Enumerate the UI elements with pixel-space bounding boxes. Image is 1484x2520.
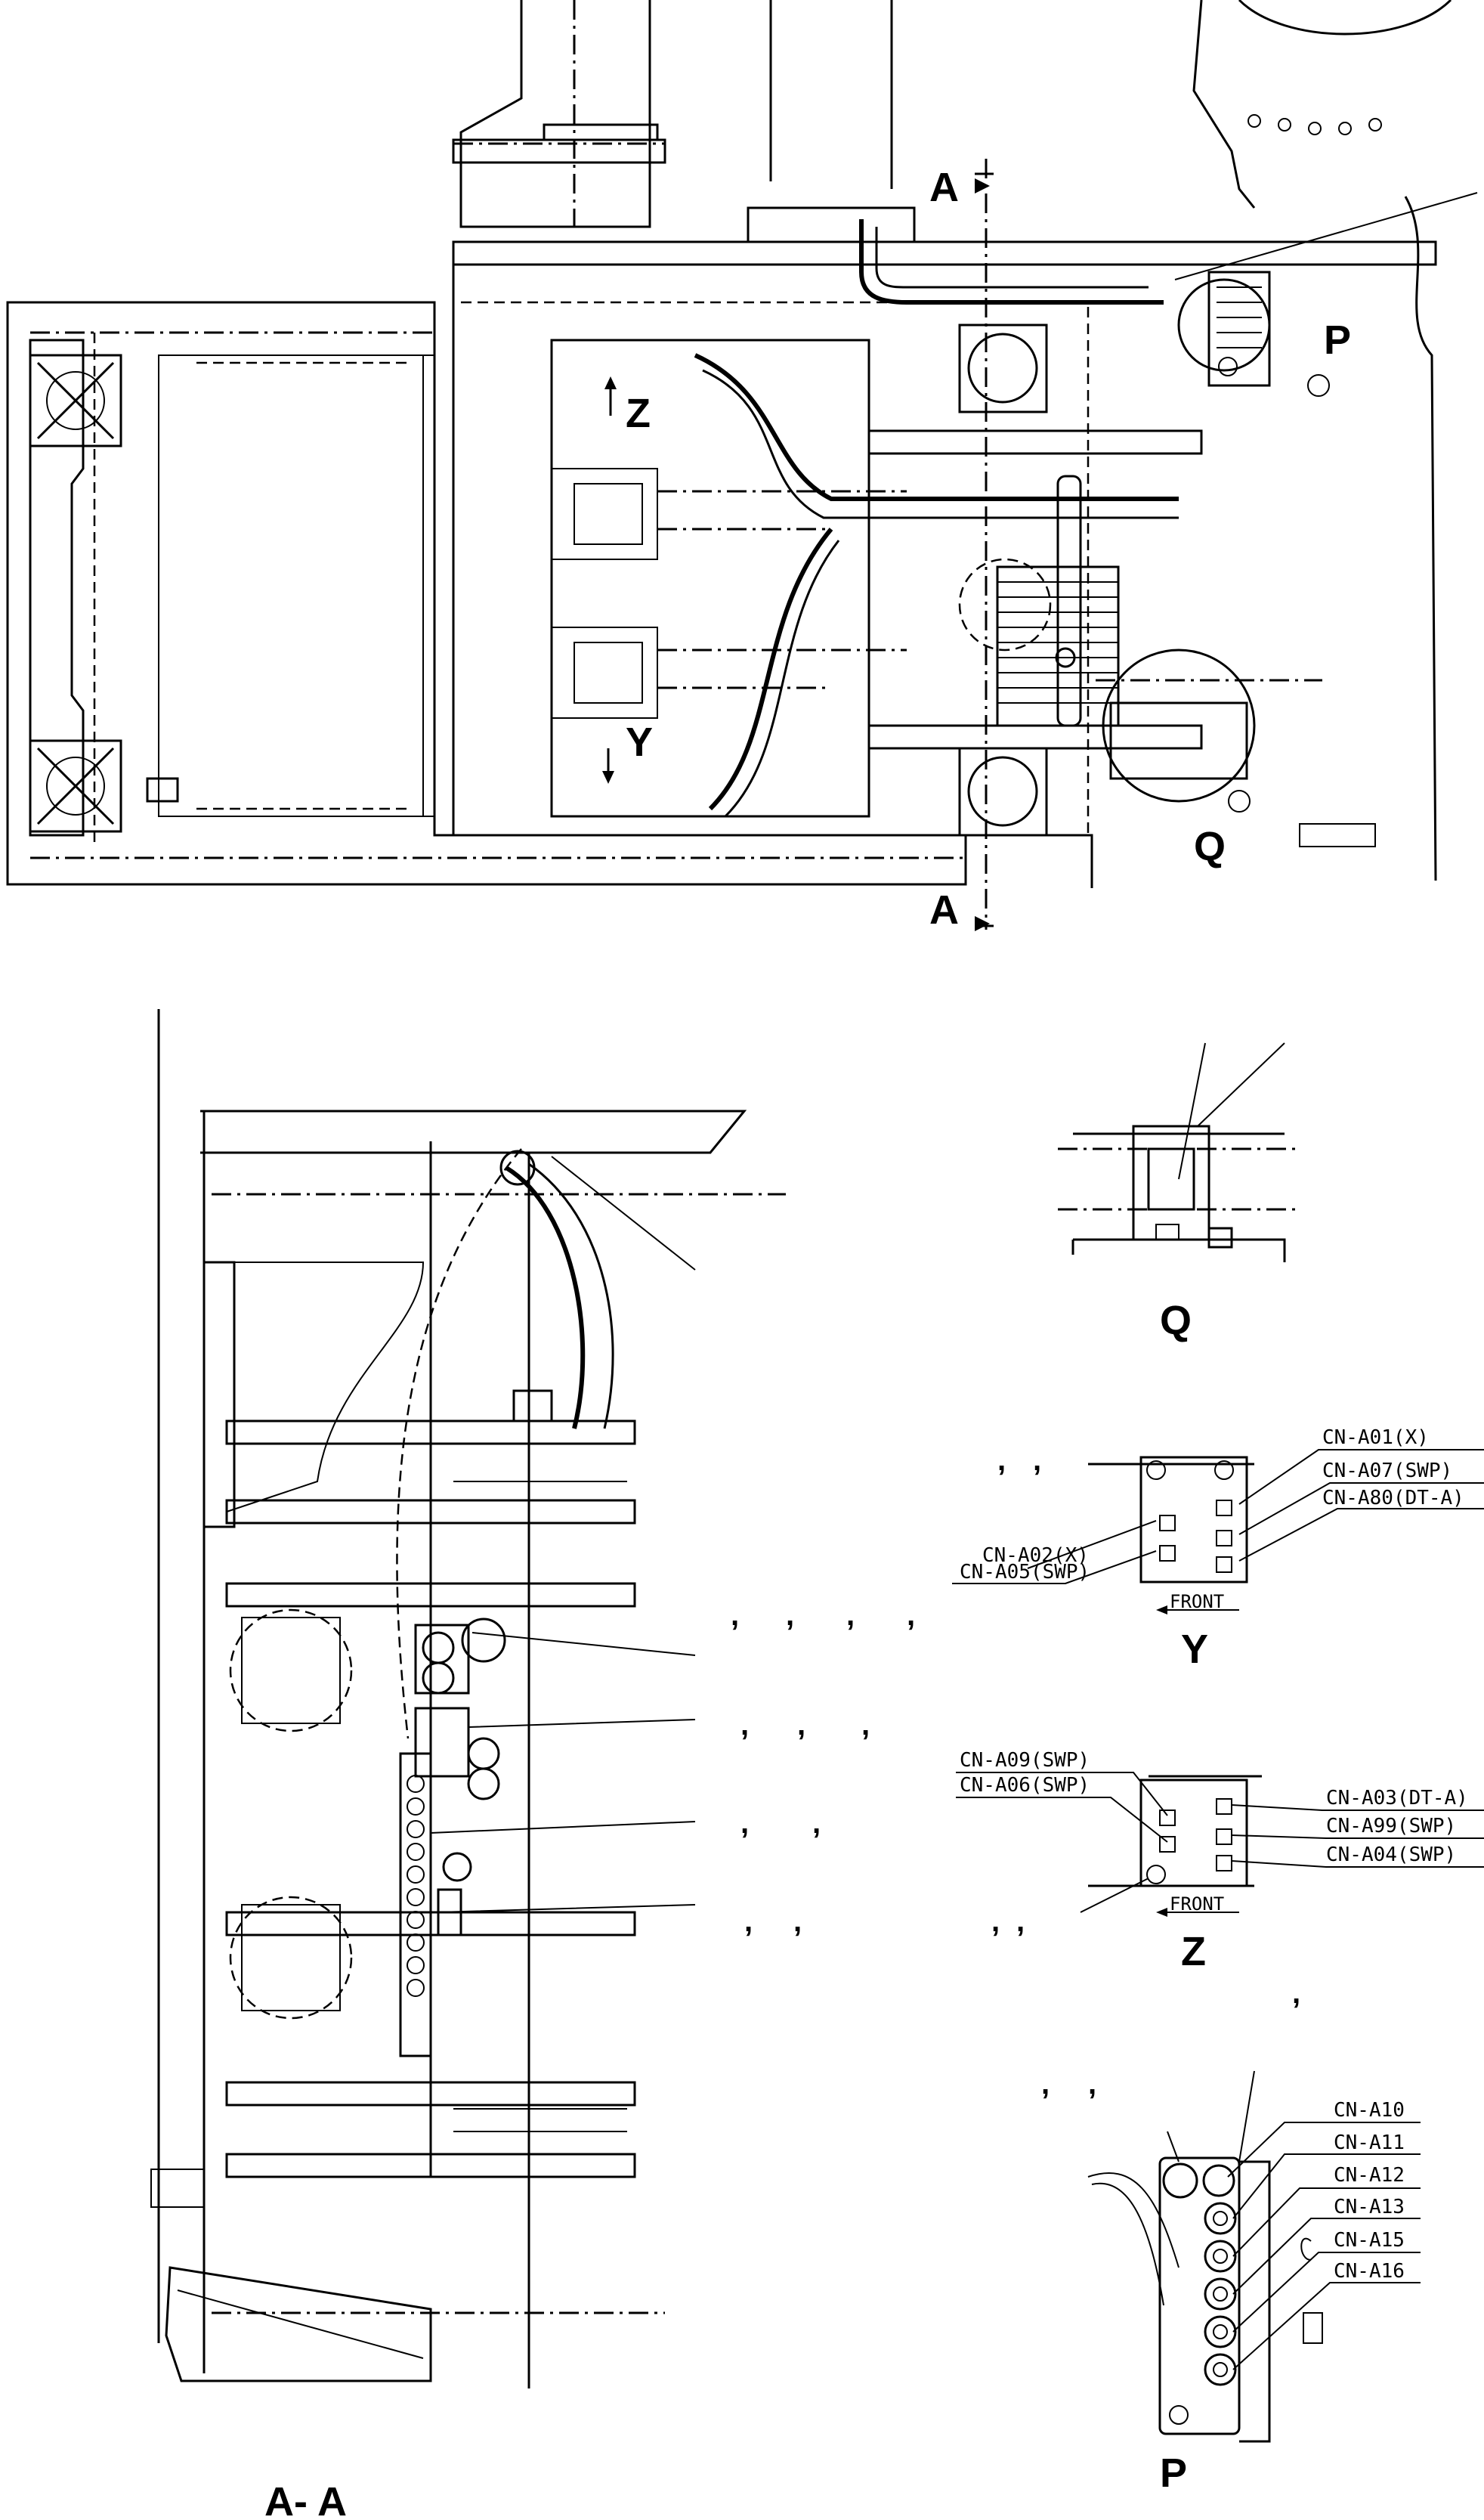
y-connector-a07: CN-A07(SWP): [1322, 1460, 1452, 1482]
y-connector-a02: CN-A02(X): [982, 1544, 1089, 1567]
z-connector-a09: CN-A09(SWP): [960, 1749, 1090, 1772]
comma: ,: [793, 1905, 802, 1938]
comma: ,: [797, 1708, 805, 1741]
comma: ,: [1292, 1977, 1300, 2010]
p-area-connectors: [1174, 192, 1478, 397]
p-connector-a15: CN-A15: [1334, 2229, 1405, 2252]
view-z-label: Z: [626, 391, 651, 436]
detail-z-view: CN-A09(SWP) CN-A06(SWP) CN-A03(DT-A) CN-…: [956, 1749, 1484, 1974]
z-connector-a04: CN-A04(SWP): [1326, 1844, 1456, 1866]
view-p-label: P: [1324, 317, 1351, 363]
z-front-label: FRONT: [1170, 1893, 1224, 1915]
section-a-bottom-label: A: [929, 887, 959, 933]
comma: ,: [861, 1708, 870, 1741]
comma: ,: [991, 1905, 1000, 1938]
p-connector-a16: CN-A16: [1334, 2260, 1405, 2283]
y-connector-a05: CN-A05(SWP): [960, 1561, 1090, 1584]
comma: ,: [740, 1806, 749, 1840]
section-aa-connectors: [399, 1618, 506, 2057]
q-area: [1096, 649, 1376, 847]
comma: ,: [1088, 2067, 1096, 2101]
detail-p-view: CN-A10 CN-A11 CN-A12 CN-A13 CN-A15 CN-A1…: [1087, 2070, 1421, 2496]
view-y-label: Y: [626, 720, 653, 765]
comma: ,: [1016, 1905, 1025, 1938]
p-connector-a10: CN-A10: [1334, 2099, 1405, 2122]
y-connector-a80: CN-A80(DT-A): [1322, 1487, 1464, 1509]
detail-p-title: P: [1160, 2450, 1187, 2496]
y-front-label: FRONT: [1170, 1591, 1224, 1612]
section-aa-drum-upper: [229, 1608, 353, 1732]
comma: ,: [731, 1599, 739, 1632]
comma: ,: [907, 1599, 915, 1632]
comma: ,: [786, 1599, 794, 1632]
view-q-label: Q: [1194, 824, 1226, 869]
z-connector-a06: CN-A06(SWP): [960, 1774, 1090, 1797]
z-connector-a99: CN-A99(SWP): [1326, 1815, 1456, 1837]
connector-stack: [958, 475, 1120, 727]
stray-commas: , , , , , , , , , , , , , , , , , ,: [731, 1444, 1300, 2101]
section-a-top-label: A: [929, 165, 959, 210]
mount-lower-right: [958, 747, 1048, 837]
p-connector-a11: CN-A11: [1334, 2131, 1405, 2154]
y-connector-a01: CN-A01(X): [1322, 1426, 1429, 1449]
detail-z-title: Z: [1181, 1929, 1206, 1974]
detail-q-title: Q: [1160, 1298, 1192, 1343]
comma: ,: [1041, 2067, 1050, 2101]
comma: ,: [740, 1708, 749, 1741]
mount-upper-right: [958, 324, 1048, 413]
section-aa-view: A- A: [150, 1009, 786, 2520]
left-mount-top: [29, 354, 122, 447]
comma: ,: [1033, 1444, 1041, 1477]
z-connector-a03: CN-A03(DT-A): [1326, 1787, 1468, 1810]
p-connector-a12: CN-A12: [1334, 2164, 1405, 2187]
section-aa-title: A- A: [264, 2479, 347, 2520]
detail-y-title: Y: [1181, 1627, 1208, 1672]
p-connector-a13: CN-A13: [1334, 2196, 1405, 2218]
detail-q-view: Q: [1058, 1042, 1300, 1343]
comma: ,: [744, 1905, 753, 1938]
left-mount-bottom: [29, 739, 122, 833]
section-aa-drum-lower: [229, 1896, 353, 2020]
comma: ,: [846, 1599, 855, 1632]
main-plan-view: A A P Z Y Q: [6, 0, 1478, 933]
comma: ,: [812, 1806, 821, 1840]
comma: ,: [997, 1444, 1006, 1477]
detail-y-view: CN-A01(X) CN-A07(SWP) CN-A80(DT-A) CN-A0…: [952, 1426, 1484, 1672]
